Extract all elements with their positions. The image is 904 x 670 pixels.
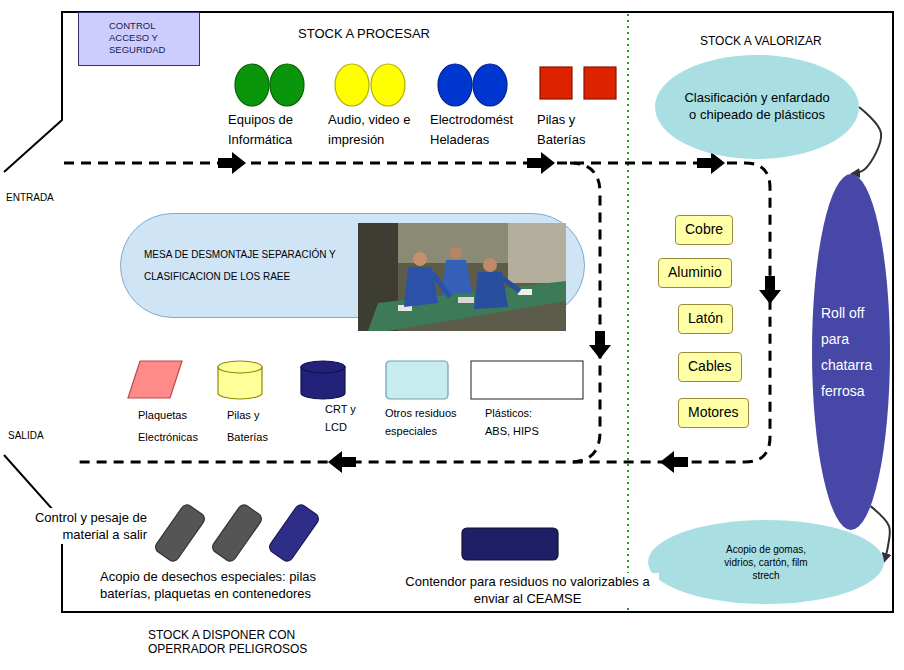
flow-arrow xyxy=(660,451,688,473)
rolloff-ellipse-shape xyxy=(812,174,890,530)
ellipse-text: Clasificación y enfardado o chipeado de … xyxy=(682,90,832,124)
stock-squares xyxy=(584,67,616,99)
bin-caption: CRT y LCD xyxy=(325,400,375,436)
dismantling-table: MESA DE DESMONTAJE SEPARACIÓN Y CLASIFIC… xyxy=(120,213,585,318)
flow-path xyxy=(570,163,600,462)
bin-caption: Pilas y Baterías xyxy=(227,404,277,448)
ellipse-text: Acopio de gomas, vidrios, cartón, film s… xyxy=(710,543,822,582)
battery-cylinder xyxy=(215,360,277,400)
stock-group: Pilas y Baterías xyxy=(537,62,621,150)
photo-item xyxy=(458,297,474,303)
metal-text: Aluminio xyxy=(668,263,722,283)
stock-caption: Pilas y Baterías xyxy=(537,110,621,150)
metal-text: Latón xyxy=(688,309,723,329)
waste-bin: Pilas y Baterías xyxy=(215,360,277,448)
storage-ellipse: Acopio de gomas, vidrios, cartón, film s… xyxy=(648,520,884,604)
metal-box: Cobre xyxy=(675,215,733,245)
waste-bin: Plaquetas Electrónicas xyxy=(128,360,208,448)
photo-arm xyxy=(502,278,520,291)
valorize-ellipse-shape xyxy=(655,55,859,159)
stock-caption: Audio, video e impresión xyxy=(328,110,428,150)
stock-circles xyxy=(371,64,405,106)
container-box xyxy=(462,528,558,560)
metal-box: Latón xyxy=(678,304,733,334)
container-bins xyxy=(210,503,263,564)
stock-squares xyxy=(540,67,572,99)
metal-box: Motores xyxy=(678,398,749,428)
zone-divider xyxy=(627,14,629,610)
photo-arm xyxy=(432,273,450,297)
workers-photo xyxy=(358,223,566,331)
stock-group: Electrodomést Heladeras xyxy=(430,62,526,150)
building-wall xyxy=(4,12,893,612)
stock-circles xyxy=(328,62,428,108)
flow-arrow xyxy=(759,276,781,304)
plastics-box xyxy=(470,360,585,400)
stock-circles xyxy=(430,62,526,108)
metal-text: Cobre xyxy=(685,220,723,240)
flow-arrow xyxy=(527,152,555,174)
flow-arrow xyxy=(589,331,611,359)
section-title: STOCK A DISPONER CON OPERRADOR PELIGROSO… xyxy=(148,628,328,657)
stock-circles xyxy=(473,64,507,106)
flow-arrow xyxy=(328,451,356,473)
flow-arrow xyxy=(218,152,246,174)
metal-text: Cables xyxy=(688,357,732,377)
stock-caption: Electrodomést Heladeras xyxy=(430,110,526,150)
stock-circles xyxy=(438,64,472,106)
metal-text: Motores xyxy=(688,403,739,423)
metal-box: Cables xyxy=(678,352,742,382)
stock-circles xyxy=(335,64,369,106)
bin-caption: Acopio de desechos especiales: pilas bat… xyxy=(100,568,355,602)
waste-bin: Plásticos: ABS, HIPS xyxy=(470,360,585,440)
waste-bin: Otros residuos especiales xyxy=(385,360,467,440)
metal-box: Aluminio xyxy=(658,258,732,288)
landfill-container: Contendor para residuos no valorizables … xyxy=(395,527,660,607)
ellipse-text: Roll off para chatarra ferrosa xyxy=(821,300,881,404)
door-label: SALIDA xyxy=(8,430,44,442)
door-label: ENTRADA xyxy=(6,192,54,204)
storage-ellipse-shape xyxy=(648,520,884,604)
rolloff-ellipse: Roll off para chatarra ferrosa xyxy=(812,174,890,530)
photo-worker xyxy=(483,258,497,272)
photo-ground xyxy=(358,223,566,331)
bin-caption: Contendor para residuos no valorizables … xyxy=(397,573,659,607)
access-control-box: CONTROL ACCESO Y SEGURIDAD xyxy=(78,12,200,66)
container-box xyxy=(395,527,660,561)
station-label: Control y pesaje de material a salir xyxy=(6,508,150,544)
table-text: MESA DE DESMONTAJE SEPARACIÓN Y CLASIFIC… xyxy=(144,244,354,288)
stock-group: Equipos de Informática xyxy=(228,62,323,150)
section-title: STOCK A PROCESAR xyxy=(298,26,430,42)
bin-caption: Plaquetas Electrónicas xyxy=(138,404,208,448)
stock-squares xyxy=(537,62,621,108)
special-box xyxy=(385,360,467,400)
stock-caption: Equipos de Informática xyxy=(228,110,323,150)
photo-window xyxy=(508,223,566,283)
cylinder-top xyxy=(218,361,262,373)
special-box xyxy=(386,361,448,399)
stock-circles xyxy=(270,64,304,106)
section-title: STOCK A VALORIZAR xyxy=(700,34,822,48)
stock-circles xyxy=(228,62,323,108)
valorize-ellipse: Clasificación y enfardado o chipeado de … xyxy=(655,55,859,159)
container-bins xyxy=(267,503,320,564)
waste-bin: CRT y LCD xyxy=(300,360,376,436)
pcb-parallelogram xyxy=(128,361,182,398)
flow-path xyxy=(64,163,770,462)
pcb-parallelogram xyxy=(128,360,208,400)
container-bins xyxy=(153,503,206,564)
stock-circles xyxy=(235,64,269,106)
bin-caption: Plásticos: ABS, HIPS xyxy=(485,404,555,440)
photo-worker xyxy=(450,247,462,259)
box-text: CONTROL ACCESO Y SEGURIDAD xyxy=(109,20,181,56)
stock-group: Audio, video e impresión xyxy=(328,62,428,150)
rolloff-ellipse-outline xyxy=(812,174,890,530)
plastics-box xyxy=(471,361,583,399)
photo-worker xyxy=(413,252,427,266)
crt-cylinder xyxy=(300,360,376,400)
cylinder-top xyxy=(301,361,345,373)
bin-caption: Otros residuos especiales xyxy=(385,404,467,440)
